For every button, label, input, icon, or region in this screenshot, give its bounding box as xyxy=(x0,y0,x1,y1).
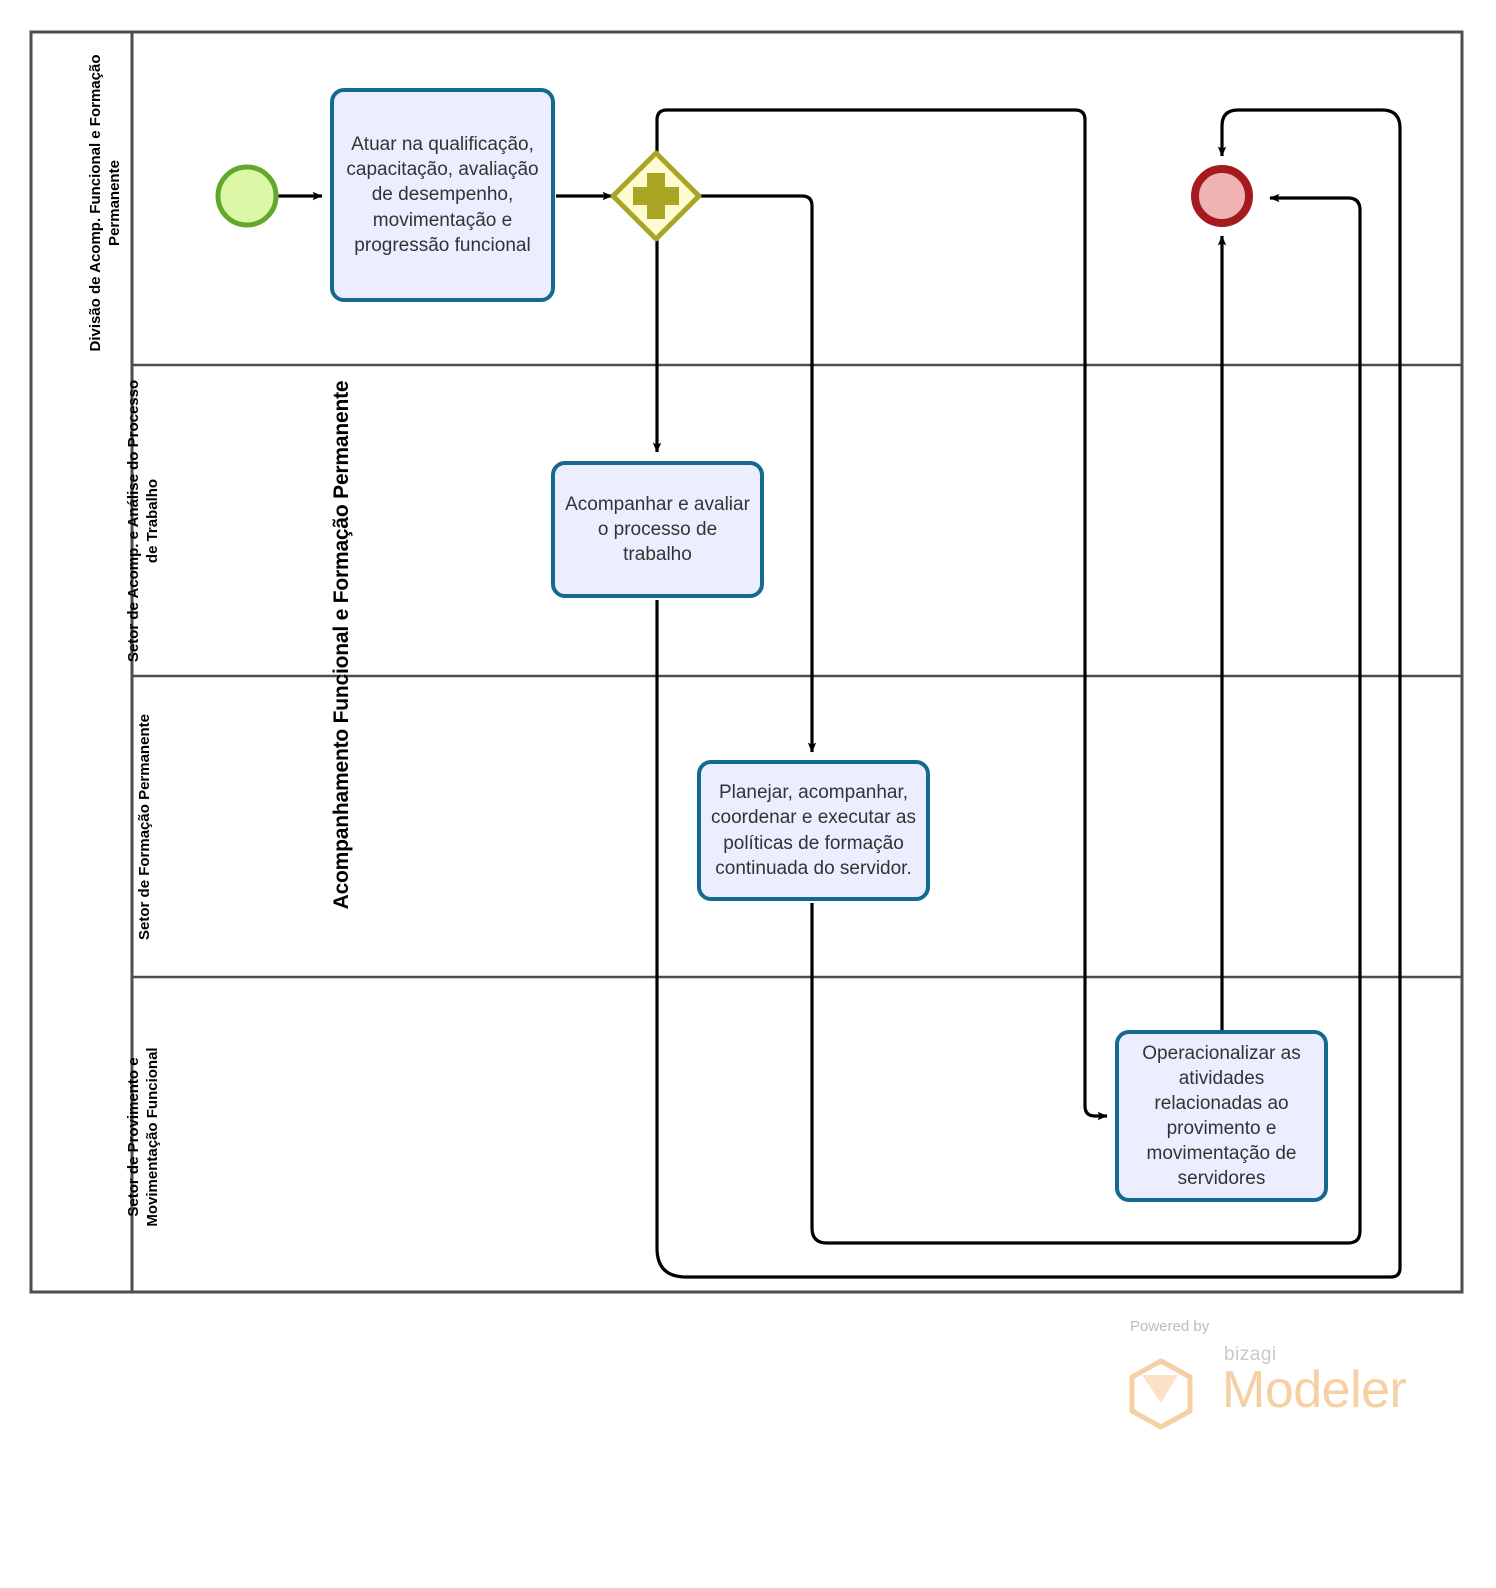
bizagi-logo-icon xyxy=(1129,1358,1193,1430)
pool-frame xyxy=(29,30,1464,1294)
bizagi-modeler-label: Modeler xyxy=(1222,1361,1407,1419)
powered-by-label: Powered by xyxy=(1130,1318,1210,1335)
bizagi-wordmark: bizagi xyxy=(1224,1344,1277,1365)
task-planejar-formacao[interactable]: Planejar, acompanhar, coordenar e execut… xyxy=(697,760,930,901)
lane-dividers xyxy=(132,363,1462,979)
end-event[interactable] xyxy=(1191,165,1253,227)
parallel-plus-icon xyxy=(633,173,679,219)
flow-gateway-to-task2 xyxy=(700,194,817,753)
sequence-flows xyxy=(277,108,1402,1279)
task-atuar-qualificacao[interactable]: Atuar na qualificação, capacitação, aval… xyxy=(330,88,555,302)
start-event[interactable] xyxy=(215,164,279,228)
task-acompanhar-avaliar[interactable]: Acompanhar e avaliar o processo de traba… xyxy=(551,461,764,598)
task-operacionalizar-provimento[interactable]: Operacionalizar as atividades relacionad… xyxy=(1115,1030,1328,1202)
parallel-gateway[interactable] xyxy=(610,150,702,242)
flow-task2-to-end xyxy=(810,193,1362,1245)
flow-task1-to-end xyxy=(655,108,1402,1279)
flow-gateway-to-task3 xyxy=(655,108,1108,1121)
bizagi-footer: Powered by bizagi Modeler xyxy=(1122,1318,1422,1438)
